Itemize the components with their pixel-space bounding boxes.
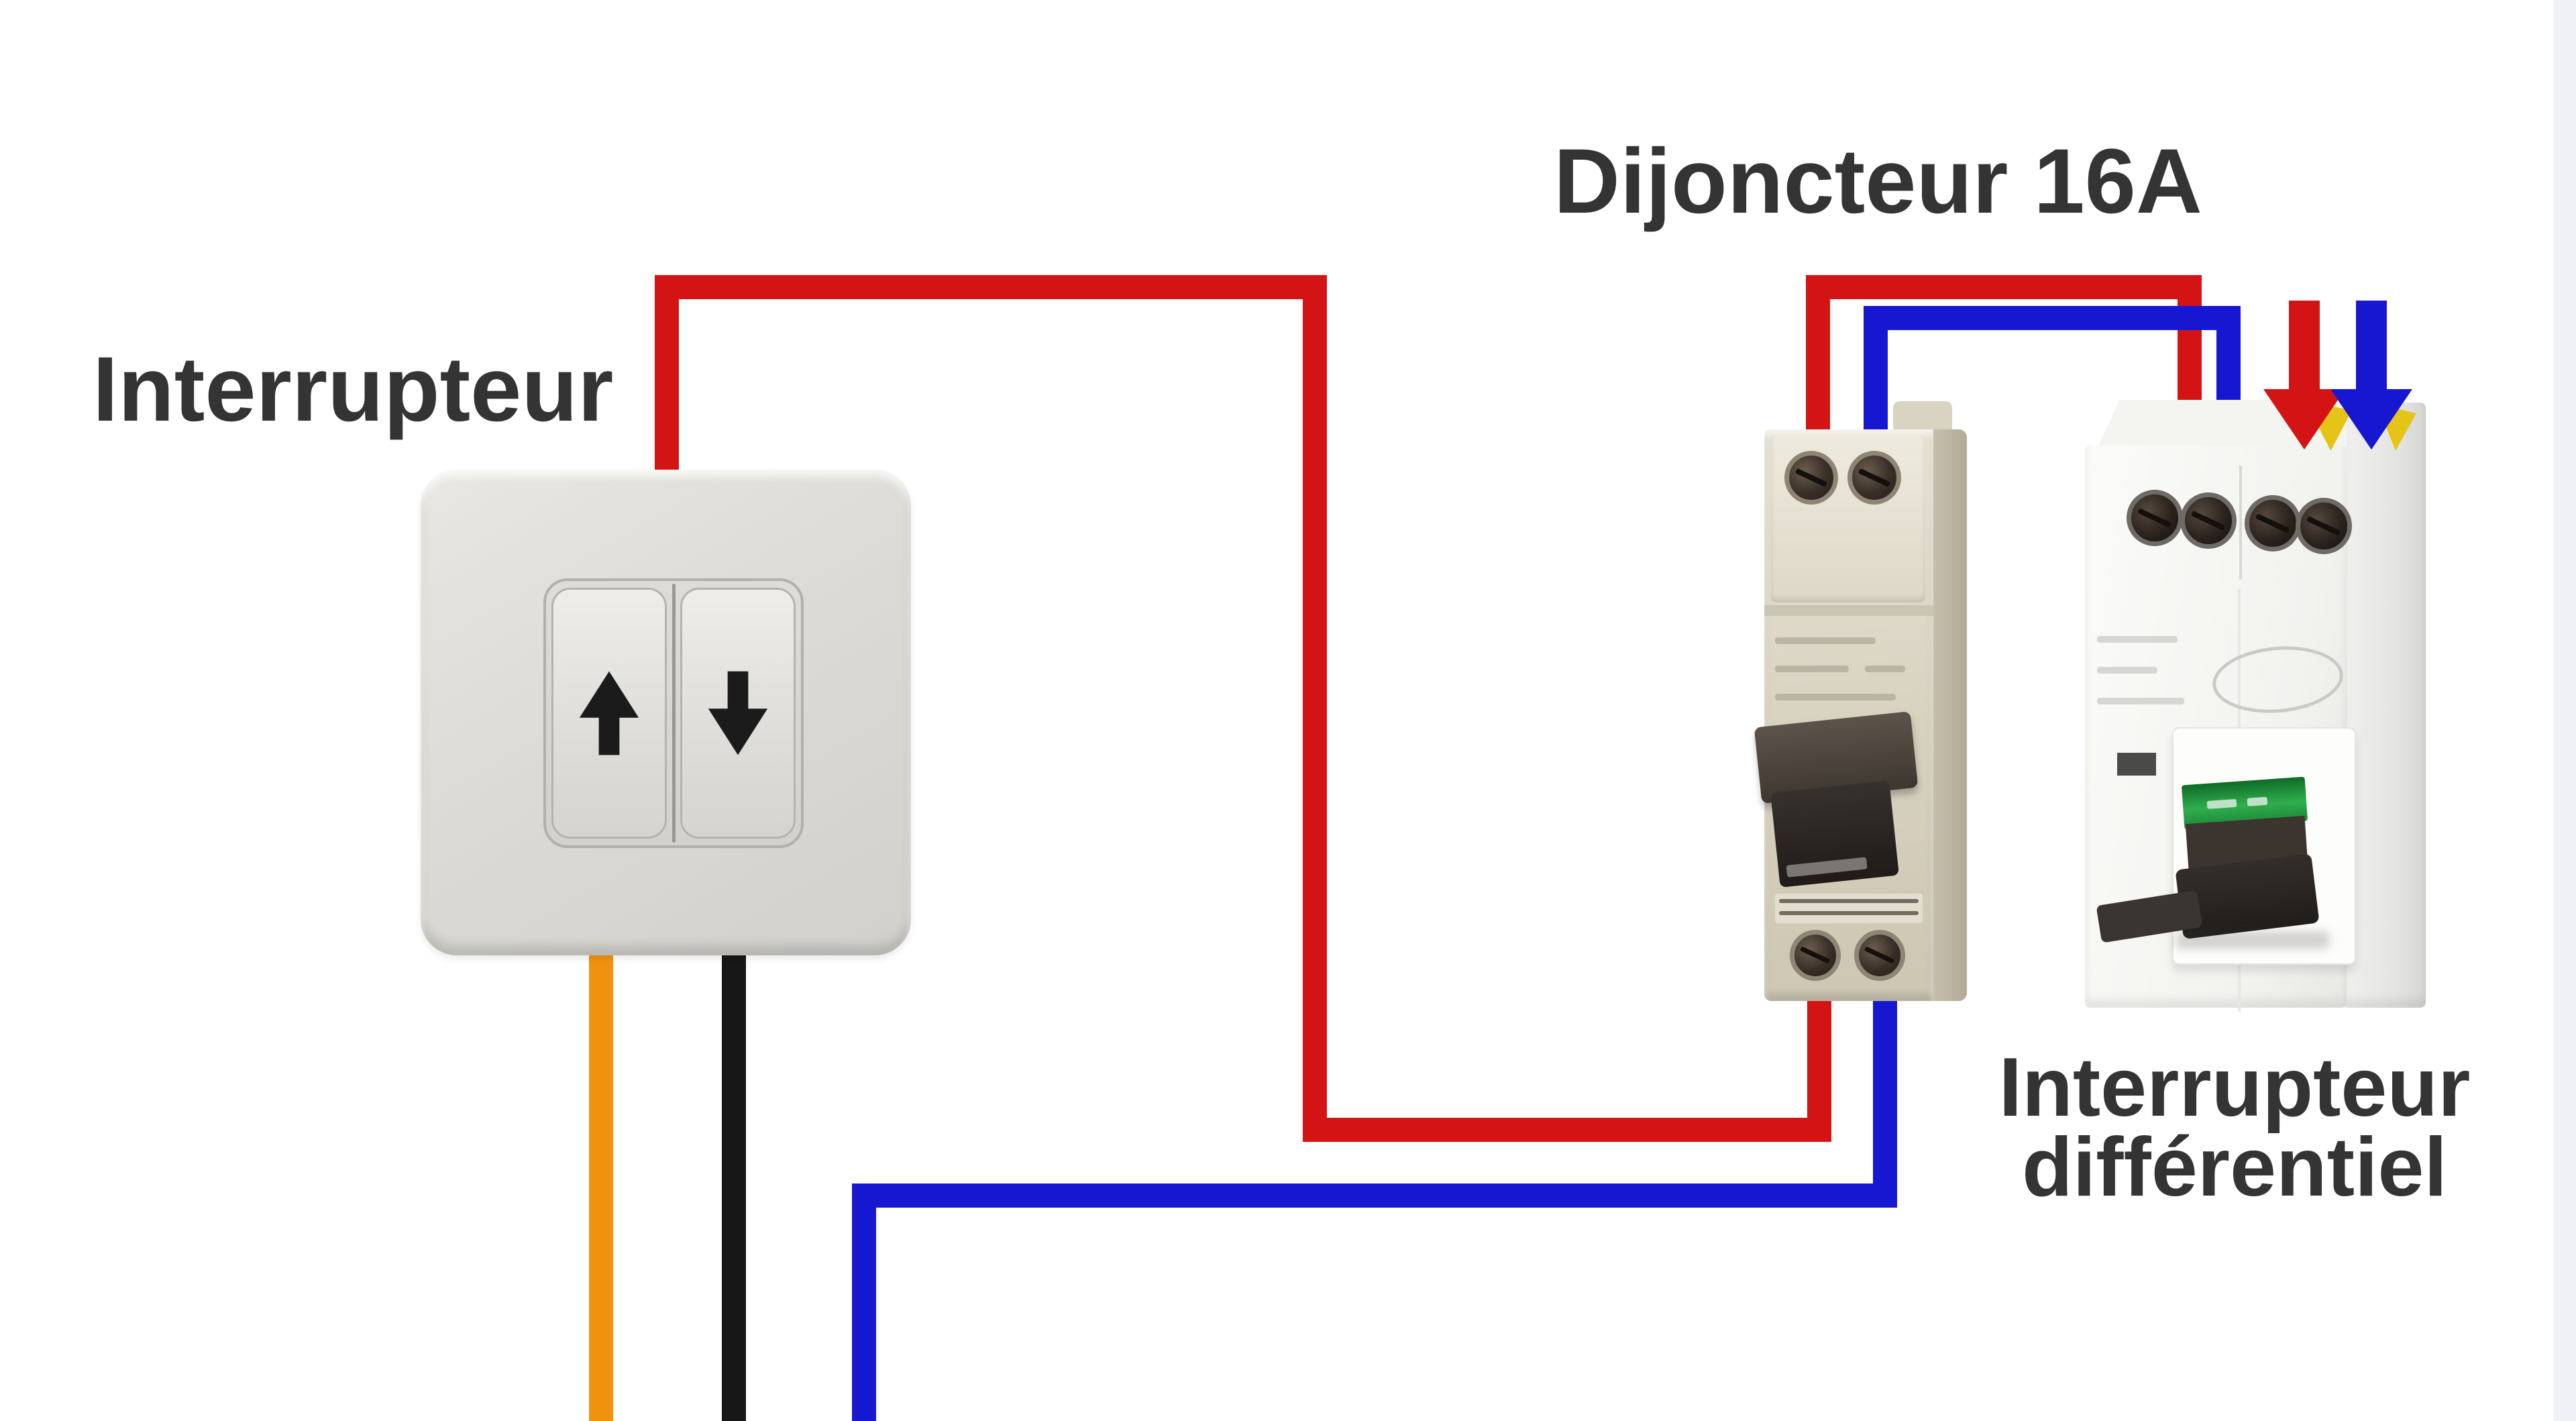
breaker-print-mark	[1775, 637, 1876, 644]
live-wire-top-run	[655, 275, 1327, 299]
differential-terminal-screw	[2245, 495, 2301, 551]
neutral-wire-exit-drop	[852, 1183, 876, 1421]
print-mark	[2097, 636, 2178, 643]
breaker-label-line	[1779, 911, 1919, 915]
breaker-terminal-screw	[1847, 451, 1901, 505]
differential-label: Interrupteur différentiel	[1926, 1041, 2543, 1214]
breaker-body-notch	[1764, 605, 1933, 616]
screw-slot	[2137, 507, 2172, 529]
differential-switch	[2085, 400, 2427, 1012]
incoming-live-arrow-icon	[2263, 301, 2345, 450]
screw-slot	[1864, 946, 1895, 965]
breaker-label: Dijoncteur 16A	[1554, 130, 2202, 233]
status-window	[2117, 753, 2156, 776]
green-label-text-mark	[2247, 796, 2268, 806]
breaker-label-line	[1779, 899, 1919, 903]
breaker-front-face	[1754, 429, 1933, 1001]
screw-slot	[2191, 510, 2226, 531]
live-bridge-riser	[1806, 275, 1830, 436]
breaker-print-mark	[1865, 666, 1905, 672]
differential-terminal-screw	[2296, 498, 2352, 554]
screw-slot	[2255, 513, 2290, 534]
switch-down-rocker-button	[680, 588, 796, 839]
lever-shadow	[2176, 931, 2329, 949]
breaker-bottom-label-strip	[1775, 894, 1923, 923]
live-wire-bottom-run	[1303, 1118, 1831, 1142]
differential-front-face	[2085, 445, 2356, 1012]
live-wire-breaker-feed	[1807, 997, 1831, 1142]
page-edge-strip	[2553, 0, 2576, 1421]
differential-terminal-screw	[2127, 490, 2183, 546]
down-arrow-icon	[708, 671, 768, 755]
neutral-wire-breaker-drop	[1873, 997, 1897, 1208]
breaker-toggle-sheen	[1786, 857, 1868, 878]
wall-switch-frame	[543, 578, 804, 848]
switch-label: Interrupteur	[93, 338, 614, 441]
wall-switch	[421, 470, 911, 955]
breaker-terminal-screw	[1790, 930, 1841, 981]
switch-return-wire-orange	[589, 953, 613, 1421]
print-mark	[2097, 667, 2157, 674]
incoming-neutral-arrow-icon	[2330, 301, 2412, 450]
rocker-divider	[672, 584, 676, 843]
differential-toggle-panel	[2096, 727, 2356, 965]
live-wire-mid-drop	[1303, 275, 1327, 1142]
screw-slot	[1800, 946, 1831, 965]
up-arrow-icon	[579, 671, 639, 755]
differential-label-line2: différentiel	[2022, 1121, 2447, 1214]
switch-return-wire-black	[722, 950, 746, 1421]
circuit-breaker	[1754, 401, 1967, 1001]
green-label-text-mark	[2206, 798, 2237, 809]
breaker-toggle-lever	[1770, 780, 1899, 888]
live-wire-switch-riser	[655, 275, 679, 478]
live-bridge-run	[1806, 275, 2202, 299]
terminal-separator	[2239, 466, 2242, 580]
breaker-print-mark	[1775, 694, 1896, 700]
neutral-wire-bottom-run	[852, 1183, 1897, 1208]
differential-back-panel	[2343, 403, 2426, 1008]
print-mark	[2097, 698, 2184, 704]
breaker-side-panel	[1932, 429, 1967, 1001]
screw-slot	[2306, 515, 2341, 537]
neutral-bridge-run	[1864, 306, 2241, 330]
breaker-print-mark	[1775, 666, 1849, 672]
brand-logo-ellipse	[2210, 641, 2346, 719]
switch-up-rocker-button	[551, 588, 667, 839]
differential-terminal-screw	[2180, 492, 2237, 549]
differential-label-line1: Interrupteur	[1998, 1041, 2471, 1134]
breaker-terminal-screw	[1784, 451, 1838, 505]
breaker-terminal-screw	[1854, 930, 1905, 981]
screw-slot	[1858, 468, 1891, 488]
screw-slot	[1794, 468, 1828, 488]
